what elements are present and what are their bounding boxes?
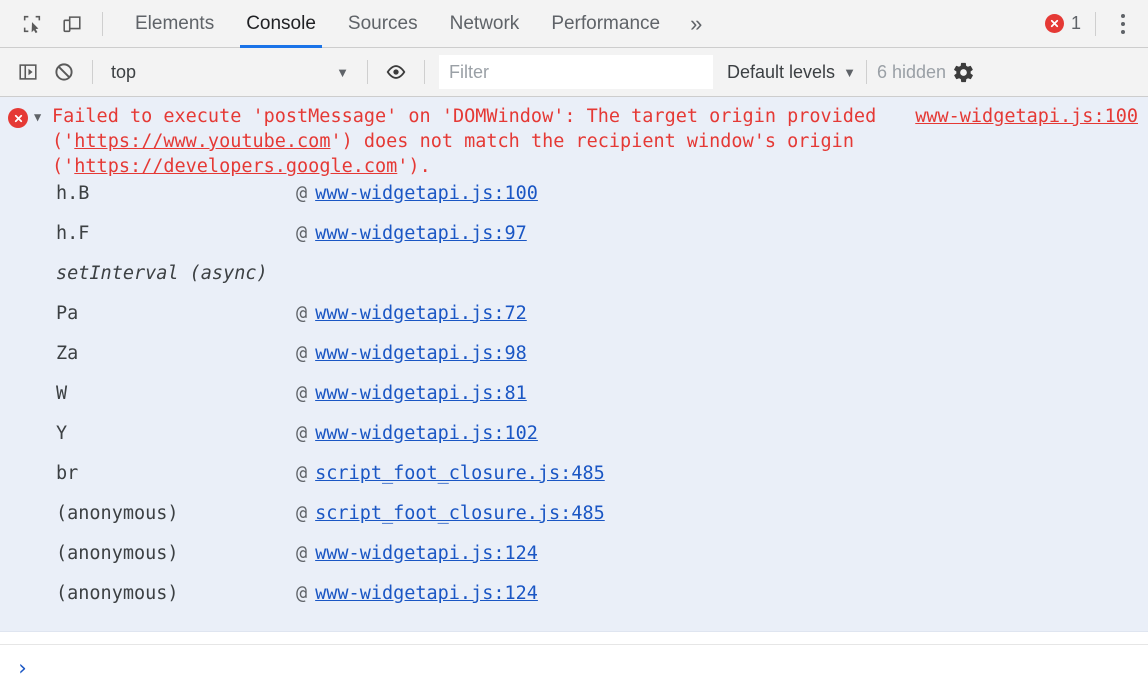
tab-network[interactable]: Network	[449, 12, 520, 34]
inspect-element-icon[interactable]	[12, 4, 52, 44]
stack-frame-function: (anonymous)	[56, 503, 179, 524]
kebab-menu-icon[interactable]	[1106, 4, 1140, 44]
stack-frame-at-symbol: @	[296, 343, 308, 364]
stack-frame-at-symbol: @	[296, 183, 308, 204]
stack-frame: Y @ www-widgetapi.js:102	[56, 423, 1148, 463]
clear-console-icon[interactable]	[46, 54, 82, 90]
hidden-messages-count: 6 hidden	[876, 61, 947, 82]
stack-frame-function: W	[56, 383, 68, 404]
stack-frame: Za @ www-widgetapi.js:98	[56, 343, 1148, 383]
stack-frame-source-link[interactable]: www-widgetapi.js:72	[315, 303, 527, 324]
stack-frame-at-symbol: @	[296, 223, 308, 244]
panel-tabs: Elements Console Sources Network Perform…	[119, 0, 716, 48]
stack-frame: br @ script_foot_closure.js:485	[56, 463, 1148, 503]
filterbar-divider-1	[92, 60, 93, 84]
error-circle-icon	[8, 108, 30, 130]
console-message-error[interactable]: ▼ Failed to execute 'postMessage' on 'DO…	[0, 97, 1148, 632]
console-prompt-input[interactable]	[29, 645, 1148, 690]
stack-frame-function: Za	[56, 343, 79, 364]
error-circle-icon	[1044, 14, 1064, 33]
console-sidebar-toggle-icon[interactable]	[10, 54, 46, 90]
stack-frame-source-link[interactable]: www-widgetapi.js:81	[315, 383, 527, 404]
stack-frame-function: h.F	[56, 223, 90, 244]
console-message-text: Failed to execute 'postMessage' on 'DOMW…	[52, 104, 901, 179]
log-levels-label: Default levels	[727, 61, 836, 82]
message-text-part-3: ').	[397, 156, 431, 177]
expand-triangle-icon[interactable]: ▼	[34, 110, 42, 124]
filterbar-divider-2	[367, 60, 368, 84]
stack-frame-at-symbol: @	[296, 543, 308, 564]
message-text-part-2: ') does not match the recipient window's…	[52, 131, 866, 177]
stack-frame-source-link[interactable]: www-widgetapi.js:98	[315, 343, 527, 364]
stack-frame: (anonymous) @ www-widgetapi.js:124	[56, 583, 1148, 623]
tab-console[interactable]: Console	[230, 0, 332, 48]
stack-frame-source-link[interactable]: www-widgetapi.js:100	[315, 183, 538, 204]
tab-elements[interactable]: Elements	[135, 12, 215, 34]
execution-context-select[interactable]: top ▼	[107, 57, 357, 87]
chevron-down-icon: ▼	[336, 64, 349, 80]
chevron-down-icon: ▼	[843, 64, 856, 80]
stack-frame-function: (anonymous)	[56, 543, 179, 564]
toolbar-divider	[102, 11, 103, 36]
more-tabs-button[interactable]: »	[690, 10, 703, 36]
stack-frame: W @ www-widgetapi.js:81	[56, 383, 1148, 423]
stack-frame-function: br	[56, 463, 79, 484]
execution-context-value: top	[111, 61, 137, 82]
console-prompt-row[interactable]: ›	[0, 644, 1148, 690]
stack-frame-function: setInterval (async)	[56, 263, 268, 284]
device-toolbar-icon[interactable]	[52, 4, 92, 44]
stack-trace: h.B @ www-widgetapi.js:100 h.F @ www-widgetap…	[0, 181, 1148, 623]
message-url-youtube[interactable]: https://www.youtube.com	[74, 131, 331, 152]
settings-gear-icon[interactable]	[946, 55, 980, 89]
log-levels-select[interactable]: Default levels ▼	[727, 62, 856, 83]
live-expression-eye-icon[interactable]	[378, 54, 414, 90]
devtools-tabbar: Elements Console Sources Network Perform…	[0, 0, 1148, 48]
tab-performance[interactable]: Performance	[551, 12, 661, 34]
tabbar-right-controls: 1	[1044, 4, 1148, 44]
message-text-part-1: Failed to execute 'postMessage' on 'DOMW…	[52, 106, 888, 152]
stack-frame-at-symbol: @	[296, 463, 308, 484]
stack-frame-function: Y	[56, 423, 68, 444]
filterbar-divider-3	[424, 60, 425, 84]
stack-frame-source-link[interactable]: www-widgetapi.js:97	[315, 223, 527, 244]
stack-frame-source-link[interactable]: script_foot_closure.js:485	[315, 463, 605, 484]
stack-frame: Pa @ www-widgetapi.js:72	[56, 303, 1148, 343]
stack-frame-at-symbol: @	[296, 503, 308, 524]
stack-frame-at-symbol: @	[296, 423, 308, 444]
stack-frame-at-symbol: @	[296, 303, 308, 324]
error-count-badge[interactable]: 1	[1044, 13, 1081, 34]
console-filter-bar: top ▼ Default levels ▼ 6 hidden	[0, 48, 1148, 97]
message-url-developers-google[interactable]: https://developers.google.com	[74, 156, 398, 177]
tab-sources[interactable]: Sources	[347, 12, 418, 34]
stack-frame-at-symbol: @	[296, 383, 308, 404]
stack-frame: setInterval (async)	[56, 263, 1148, 303]
stack-frame-function: (anonymous)	[56, 583, 179, 604]
error-count-value: 1	[1070, 13, 1081, 33]
stack-frame: (anonymous) @ script_foot_closure.js:485	[56, 503, 1148, 543]
stack-frame-source-link[interactable]: script_foot_closure.js:485	[315, 503, 605, 524]
console-message-header: ▼ Failed to execute 'postMessage' on 'DO…	[0, 99, 1148, 181]
filter-input[interactable]	[439, 55, 713, 89]
prompt-chevron-icon: ›	[16, 655, 29, 680]
stack-frame-source-link[interactable]: www-widgetapi.js:124	[315, 583, 538, 604]
filterbar-divider-4	[865, 60, 867, 84]
console-output[interactable]: ▼ Failed to execute 'postMessage' on 'DO…	[0, 97, 1148, 644]
stack-frame: h.F @ www-widgetapi.js:97	[56, 223, 1148, 263]
stack-frame-function: Pa	[56, 303, 79, 324]
stack-frame: (anonymous) @ www-widgetapi.js:124	[56, 543, 1148, 583]
tabbar-right-divider	[1095, 11, 1096, 36]
stack-frame: h.B @ www-widgetapi.js:100	[56, 183, 1148, 223]
stack-frame-function: h.B	[56, 183, 90, 204]
message-source-link[interactable]: www-widgetapi.js:100	[915, 106, 1138, 127]
stack-frame-source-link[interactable]: www-widgetapi.js:102	[315, 423, 538, 444]
stack-frame-source-link[interactable]: www-widgetapi.js:124	[315, 543, 538, 564]
stack-frame-at-symbol: @	[296, 583, 308, 604]
